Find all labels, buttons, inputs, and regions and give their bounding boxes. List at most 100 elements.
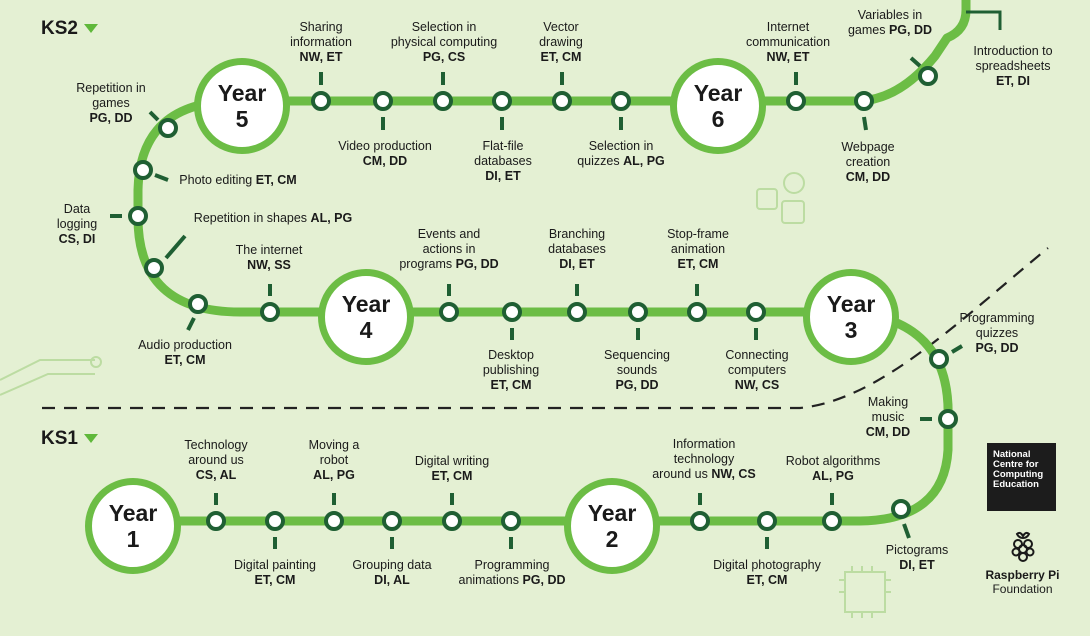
unit-name-line: animation [670, 242, 726, 256]
station-events-actions[interactable] [439, 284, 459, 322]
unit-label-repetition-shapes[interactable]: Repetition in shapes AL, PG [194, 211, 352, 226]
station-webpage-creation[interactable] [854, 91, 874, 131]
station-digital-painting[interactable] [265, 511, 285, 549]
station-the-internet[interactable] [260, 284, 280, 322]
station-technology-around-us[interactable] [206, 493, 226, 531]
unit-name-line: Photo editing ET, CM [179, 173, 297, 187]
station-digital-photography[interactable] [757, 511, 777, 549]
raspberry-pi-logo: Raspberry Pi Foundation [975, 530, 1070, 596]
station-programming-quizzes[interactable] [929, 344, 964, 369]
station-making-music[interactable] [920, 409, 958, 429]
station-audio-production[interactable] [186, 294, 208, 331]
station-sequencing-sounds[interactable] [628, 302, 648, 340]
station-information-technology[interactable] [690, 493, 710, 531]
station-vector-drawing[interactable] [552, 72, 572, 111]
unit-name-line: Repetition in [76, 81, 146, 95]
station-pictograms[interactable] [891, 499, 911, 539]
unit-name-line: Sharing [299, 20, 343, 34]
ks2-heading[interactable]: KS2 [41, 18, 98, 40]
year-label: Year [693, 80, 743, 106]
year-number: 1 [126, 526, 140, 552]
station-repetition-games[interactable] [148, 110, 178, 138]
unit-name-line: Introduction to [973, 44, 1053, 58]
station-moving-robot[interactable] [324, 493, 344, 531]
unit-name-line: actions in [422, 242, 476, 256]
station-programming-animations[interactable] [501, 511, 521, 549]
unit-codes: PG, DD [89, 111, 133, 125]
station-robot-algorithms[interactable] [822, 493, 842, 531]
station-branching-databases[interactable] [567, 284, 587, 322]
unit-name-line: quizzes [975, 326, 1019, 340]
unit-name-line: Desktop [488, 348, 534, 362]
unit-codes: CM, DD [865, 425, 911, 439]
year-label: Year [587, 500, 637, 526]
station-repetition-shapes[interactable] [144, 234, 187, 278]
unit-label-photo-editing[interactable]: Photo editing ET, CM [179, 173, 296, 188]
unit-codes: DI, ET [485, 169, 521, 183]
unit-name-line: Sequencing [603, 348, 671, 362]
station-desktop-publishing[interactable] [502, 302, 522, 340]
station-grouping-data[interactable] [382, 511, 402, 549]
station-variables-games[interactable] [909, 56, 938, 86]
ncce-logo-line: Centre for [993, 459, 1039, 470]
unit-codes: ET, CM [746, 573, 788, 587]
station-internet-communication[interactable] [786, 72, 806, 111]
station-data-logging[interactable] [110, 206, 148, 226]
unit-name-line: publishing [482, 363, 540, 377]
station-photo-editing[interactable] [133, 160, 169, 182]
station-video-production[interactable] [373, 91, 393, 130]
station-flat-file[interactable] [492, 91, 512, 130]
station-digital-writing[interactable] [442, 493, 462, 531]
station-sharing-information[interactable] [311, 72, 331, 111]
unit-codes: PG, DD [888, 23, 933, 37]
station-stop-frame[interactable] [687, 284, 707, 322]
unit-name-line: music [871, 410, 905, 424]
unit-name-line: Video production [338, 139, 432, 153]
year-label: Year [217, 80, 267, 106]
unit-codes: NW, CS [711, 467, 756, 481]
ks1-heading[interactable]: KS1 [41, 428, 98, 450]
station-selection-physical[interactable] [433, 72, 453, 111]
station-selection-quizzes[interactable] [611, 91, 631, 130]
station-connecting-computers[interactable] [746, 302, 766, 340]
unit-codes: PG, DD [975, 341, 1019, 355]
